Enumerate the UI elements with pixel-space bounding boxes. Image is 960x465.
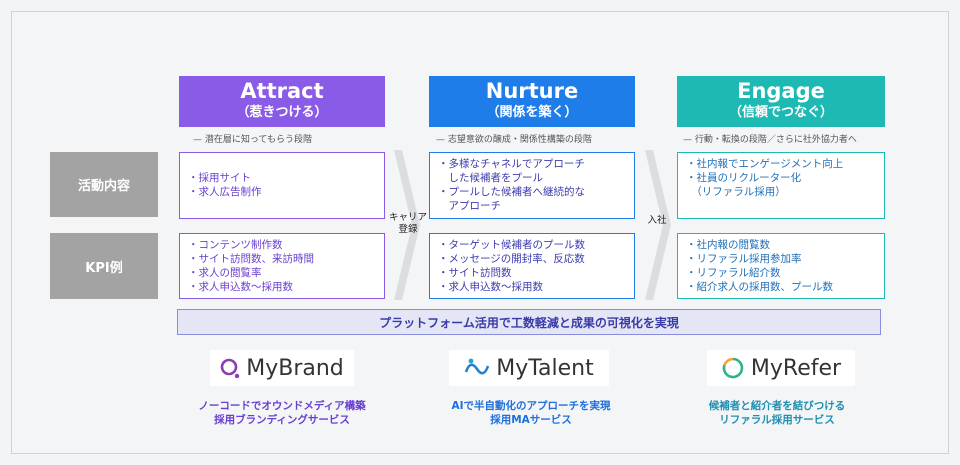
row-label-kpi: KPI例: [50, 233, 158, 299]
mytalent-logo: MyTalent: [449, 350, 609, 386]
kpi-attract-list: ・コンテンツ制作数・サイト訪問数、来訪時間・求人の閲覧率・求人申込数～採用数: [188, 238, 376, 294]
list-item: ・リファラル紹介数: [686, 267, 781, 279]
mybrand-logo-icon: [220, 358, 240, 379]
phase-nurture-title: Nurture: [485, 79, 579, 103]
activities-attract-card: ・採用サイト・求人広告制作: [179, 152, 385, 219]
mytalent-logo-icon: [465, 358, 490, 375]
list-item: ・ターゲット候補者のプール数: [438, 239, 585, 251]
phase-nurture-note: — 志望意欲の醸成・関係性構築の段階: [436, 135, 592, 145]
list-item: ・サイト訪問数、来訪時間: [188, 253, 314, 265]
phase-attract-title: Attract: [240, 79, 324, 103]
phase-engage-note: — 行動・転換の段階／さらに社外協力者へ: [683, 135, 857, 145]
flow-label-career-registration: キャリア 登録: [388, 212, 427, 235]
row-label-activities: 活動内容: [50, 152, 158, 217]
kpi-nurture-card: ・ターゲット候補者のプール数・メッセージの開封率、反応数・サイト訪問数・求人申込…: [429, 233, 635, 299]
myrefer-name: MyRefer: [750, 355, 842, 381]
kpi-attract-card: ・コンテンツ制作数・サイト訪問数、来訪時間・求人の閲覧率・求人申込数～採用数: [179, 233, 385, 299]
list-item: ・求人申込数～採用数: [188, 281, 293, 293]
list-item: ・採用サイト: [188, 172, 251, 184]
phase-engage-header: Engage （信頼でつなぐ）: [677, 76, 885, 127]
myrefer-logo: MyRefer: [707, 350, 855, 386]
myrefer-logo-icon: [722, 357, 744, 379]
platform-banner: プラットフォーム活用で工数軽減と成果の可視化を実現: [177, 309, 881, 335]
list-item: ・社内報の閲覧数: [686, 239, 770, 251]
list-item: （リファラル採用）: [686, 186, 786, 198]
kpi-nurture-list: ・ターゲット候補者のプール数・メッセージの開封率、反応数・サイト訪問数・求人申込…: [438, 238, 626, 294]
list-item: ・プールした候補者へ継続的な: [438, 186, 585, 198]
list-item: ・多様なチャネルでアプローチ: [438, 158, 585, 170]
list-item: ・社内報でエンゲージメント向上: [686, 158, 844, 170]
mybrand-logo: MyBrand: [210, 350, 354, 386]
phase-attract-note: — 潜在層に知ってもらう段階: [193, 135, 312, 145]
chevron-arrow-icon: [645, 150, 671, 300]
phase-nurture-subtitle: （関係を築く）: [486, 105, 578, 120]
list-item: ・社員のリクルーター化: [686, 172, 802, 184]
activities-nurture-card: ・多様なチャネルでアプローチ した候補者をプール・プールした候補者へ継続的な ア…: [429, 152, 635, 219]
myrefer-description: 候補者と紹介者を結びつける リファラル採用サービス: [708, 400, 846, 426]
phase-engage-title: Engage: [737, 79, 825, 103]
mybrand-name: MyBrand: [246, 355, 344, 381]
phase-attract-subtitle: （惹きつける）: [236, 105, 328, 120]
list-item: ・紹介求人の採用数、プール数: [686, 281, 833, 293]
mytalent-description: AIで半自動化のアプローチを実現 採用MAサービス: [451, 400, 611, 426]
list-item: ・求人申込数～採用数: [438, 281, 543, 293]
mytalent-name: MyTalent: [496, 355, 594, 381]
phase-engage-subtitle: （信頼でつなぐ）: [728, 105, 833, 120]
list-item: ・求人広告制作: [188, 186, 262, 198]
list-item: ・求人の閲覧率: [188, 267, 262, 279]
chevron-arrow-icon: [394, 150, 420, 300]
list-item: した候補者をプール: [438, 172, 543, 184]
activities-engage-list: ・社内報でエンゲージメント向上・社員のリクルーター化 （リファラル採用）: [686, 157, 876, 199]
flow-label-joining: 入社: [647, 215, 667, 226]
phase-nurture-header: Nurture （関係を築く）: [429, 76, 635, 127]
list-item: ・サイト訪問数: [438, 267, 512, 279]
mybrand-description: ノーコードでオウンドメディア構築 採用ブランディングサービス: [198, 400, 366, 426]
list-item: ・リファラル採用参加率: [686, 253, 802, 265]
activities-engage-card: ・社内報でエンゲージメント向上・社員のリクルーター化 （リファラル採用）: [677, 152, 885, 219]
kpi-engage-card: ・社内報の閲覧数・リファラル採用参加率・リファラル紹介数・紹介求人の採用数、プー…: [677, 233, 885, 299]
list-item: ・メッセージの開封率、反応数: [438, 253, 585, 265]
phase-attract-header: Attract （惹きつける）: [179, 76, 385, 127]
list-item: アプローチ: [438, 200, 501, 212]
activities-attract-list: ・採用サイト・求人広告制作: [188, 171, 376, 199]
list-item: ・コンテンツ制作数: [188, 239, 283, 251]
activities-nurture-list: ・多様なチャネルでアプローチ した候補者をプール・プールした候補者へ継続的な ア…: [438, 157, 626, 213]
kpi-engage-list: ・社内報の閲覧数・リファラル採用参加率・リファラル紹介数・紹介求人の採用数、プー…: [686, 238, 876, 294]
